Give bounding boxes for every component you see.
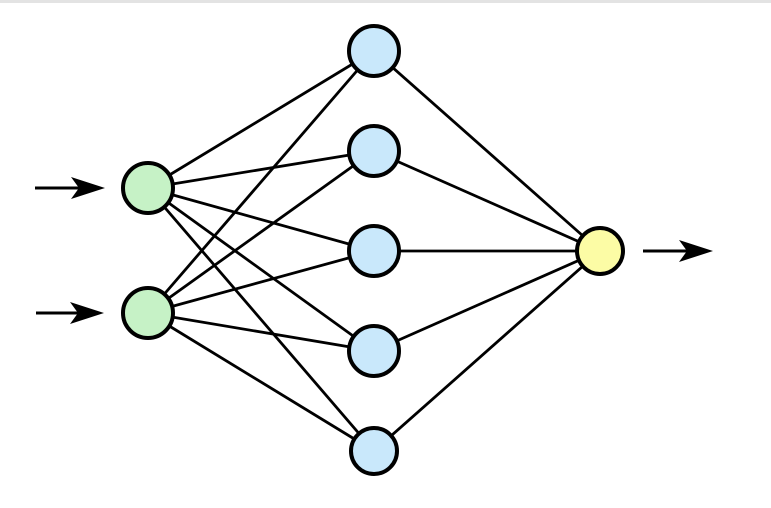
edge-input-2-to-hidden-2: [147, 149, 375, 315]
edge-hidden-5-to-output-1: [373, 249, 601, 453]
edge-hidden-4-to-output-1: [373, 249, 601, 353]
edge-hidden-1-to-output-1: [373, 49, 601, 253]
input-2-node: [121, 286, 175, 340]
edge-input-2-to-hidden-3: [147, 249, 375, 315]
window-top-border: [0, 0, 771, 3]
hidden-3-node: [347, 224, 401, 278]
hidden-4-node: [347, 324, 401, 378]
input-1-node: [121, 161, 175, 215]
edge-input-2-to-hidden-1: [146, 50, 376, 314]
input-arrow-2-head: [70, 302, 104, 324]
edge-hidden-2-to-output-1: [373, 149, 601, 253]
edge-input-1-to-hidden-5: [146, 187, 376, 452]
hidden-1-node: [347, 24, 401, 78]
hidden-5-node: [349, 426, 399, 476]
edge-input-1-to-hidden-3: [147, 186, 375, 253]
hidden-2-node: [347, 124, 401, 178]
output-arrow-head: [679, 240, 713, 262]
edge-input-1-to-hidden-1: [147, 49, 375, 190]
output-1-node: [575, 226, 625, 276]
edge-input-1-to-hidden-2: [147, 149, 375, 190]
edge-input-2-to-hidden-5: [147, 311, 375, 453]
input-arrow-1-head: [71, 177, 105, 199]
edge-input-2-to-hidden-4: [147, 311, 375, 353]
edge-input-1-to-hidden-4: [147, 186, 375, 353]
